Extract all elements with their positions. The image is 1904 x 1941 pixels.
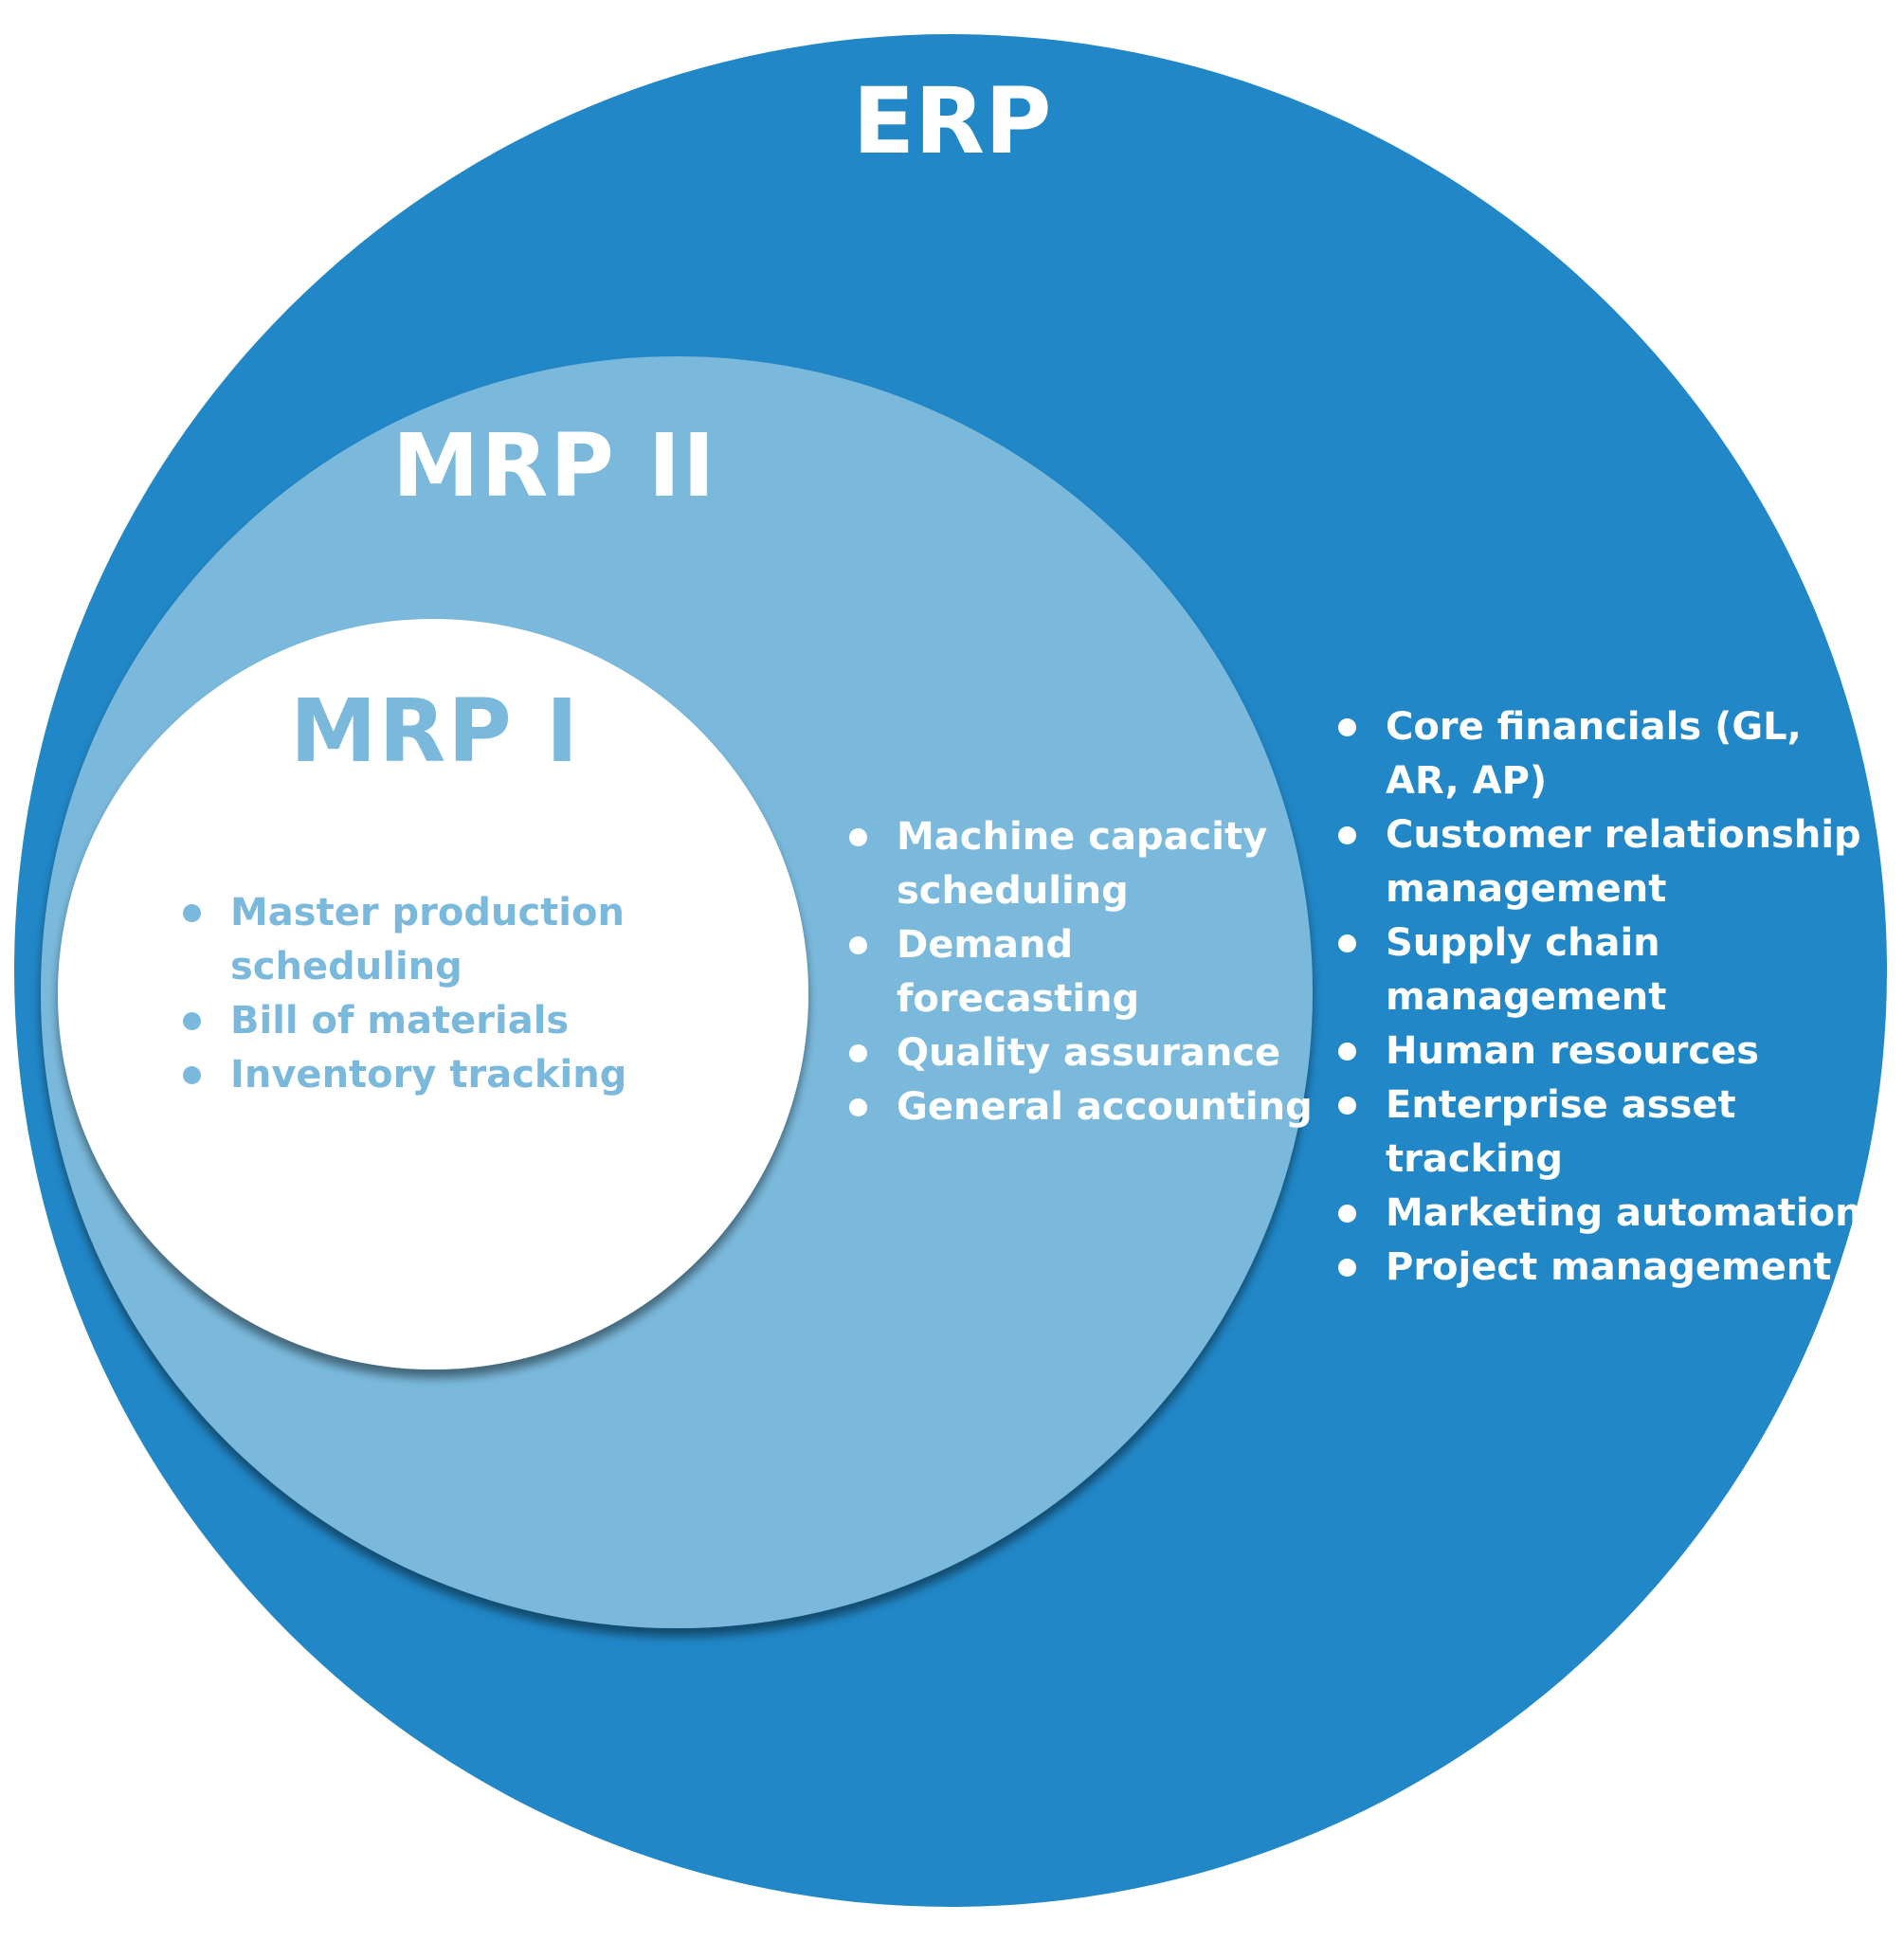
list-item-text: General accounting xyxy=(897,1085,1313,1129)
mrp2-feature-list: Machine capacity scheduling Demand forec… xyxy=(849,810,1314,1134)
bullet-icon xyxy=(1338,1205,1356,1223)
list-item-text: Marketing automation xyxy=(1386,1191,1862,1235)
list-item-text: Enterprise asset tracking xyxy=(1386,1083,1736,1181)
bullet-icon xyxy=(183,1012,201,1030)
bullet-icon xyxy=(183,904,201,922)
mrp2-title: MRP II xyxy=(392,415,717,517)
bullet-icon xyxy=(1338,1259,1356,1277)
bullet-icon xyxy=(1338,826,1356,844)
list-item: General accounting xyxy=(849,1080,1314,1134)
list-item-text: Human resources xyxy=(1386,1029,1760,1073)
list-item-text: Project management xyxy=(1386,1245,1832,1289)
list-item: Supply chain management xyxy=(1338,916,1869,1025)
mrp1-title: MRP I xyxy=(290,680,581,782)
list-item-text: Master production scheduling xyxy=(230,891,625,989)
bullet-icon xyxy=(849,1044,867,1062)
list-item: Inventory tracking xyxy=(183,1048,714,1102)
bullet-icon xyxy=(1338,1097,1356,1115)
list-item: Demand forecasting xyxy=(849,918,1314,1026)
list-item-text: Inventory tracking xyxy=(230,1053,627,1097)
list-item: Marketing automation xyxy=(1338,1187,1869,1241)
list-item-text: Bill of materials xyxy=(230,999,570,1043)
list-item-text: Core financials (GL, AR, AP) xyxy=(1386,705,1802,803)
list-item-text: Demand forecasting xyxy=(897,923,1140,1021)
list-item-text: Machine capacity scheduling xyxy=(897,815,1268,913)
mrp1-feature-list: Master production scheduling Bill of mat… xyxy=(183,886,714,1102)
list-item-text: Customer relationship management xyxy=(1386,813,1861,911)
list-item: Core financials (GL, AR, AP) xyxy=(1338,700,1869,808)
erp-feature-list: Core financials (GL, AR, AP) Customer re… xyxy=(1338,700,1869,1295)
bullet-icon xyxy=(183,1066,201,1084)
bullet-icon xyxy=(1338,934,1356,952)
bullet-icon xyxy=(1338,1043,1356,1061)
list-item: Enterprise asset tracking xyxy=(1338,1079,1869,1187)
list-item: Customer relationship management xyxy=(1338,808,1869,916)
mrp1-circle xyxy=(58,619,808,1370)
bullet-icon xyxy=(1338,718,1356,736)
list-item-text: Quality assurance xyxy=(897,1031,1281,1075)
list-item: Master production scheduling xyxy=(183,886,714,994)
list-item: Quality assurance xyxy=(849,1026,1314,1080)
list-item: Machine capacity scheduling xyxy=(849,810,1314,918)
bullet-icon xyxy=(849,828,867,846)
list-item: Project management xyxy=(1338,1241,1869,1295)
list-item: Human resources xyxy=(1338,1025,1869,1079)
list-item: Bill of materials xyxy=(183,994,714,1048)
bullet-icon xyxy=(849,1098,867,1116)
list-item-text: Supply chain management xyxy=(1386,921,1667,1019)
bullet-icon xyxy=(849,936,867,954)
erp-title: ERP xyxy=(852,68,1052,174)
